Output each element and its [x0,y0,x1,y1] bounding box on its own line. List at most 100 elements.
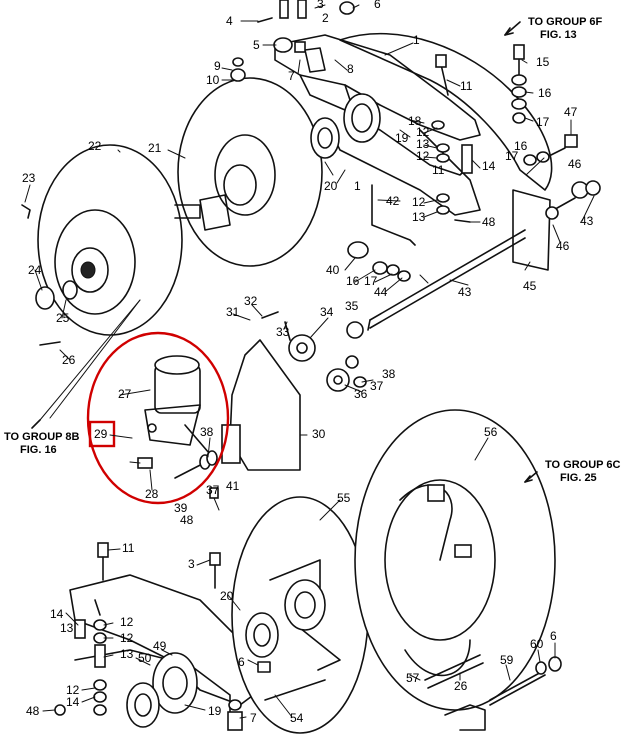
reference-arrows [31,21,538,483]
ref-fig-16: FIG. 16 [20,444,57,456]
part-label: 37 [206,483,220,497]
ref-to-group-6f: TO GROUP 6F [528,16,602,28]
part-label: 27 [118,387,132,401]
top-pulley-disc [177,77,323,267]
large-pulley-56 [354,409,556,711]
part-label: 35 [345,299,359,313]
part-label: 13 [120,647,134,661]
part-label: 48 [180,513,194,527]
part-label: 26 [454,679,468,693]
part-label: 37 [370,379,384,393]
part-label: 43 [580,214,594,228]
part-label: 3 [317,0,324,11]
part-label: 42 [386,194,400,208]
part-label: 12 [412,195,426,209]
part-label: 30 [312,427,326,441]
part-label: 41 [226,479,240,493]
sprocket-assembly [261,311,367,392]
part-label: 4 [226,14,233,28]
part-label: 15 [536,55,550,69]
part-label: 10 [206,73,220,87]
part-label: 5 [253,38,260,52]
part-label: 40 [326,263,340,277]
part-label: 7 [250,711,257,725]
upper-housing [329,32,553,216]
part-label: 11 [122,541,135,555]
part-label: 31 [226,305,240,319]
belt-line [39,299,141,421]
part-label: 38 [200,425,214,439]
leader-lines [24,4,595,719]
part-label: 13 [416,137,430,151]
part-label: 16 [514,139,528,153]
part-label: 46 [568,157,582,171]
part-label: 43 [458,285,472,299]
part-label: 21 [148,141,162,155]
part-label: 19 [208,704,222,718]
part-label: 34 [320,305,334,319]
part-label: 16 [538,86,552,100]
part-label: 56 [484,425,498,439]
left-pulley-disc [37,144,201,336]
part-label: 38 [382,367,396,381]
bottom-frame [54,542,261,731]
part-label: 48 [482,215,496,229]
part-label: 46 [556,239,570,253]
part-label: 11 [432,163,445,177]
part-label: 12 [120,631,134,645]
part-label: 59 [500,653,514,667]
part-label: 33 [276,325,290,339]
mounting-plate [221,339,301,471]
part-label: 12 [120,615,134,629]
part-label: 55 [337,491,351,505]
part-label: 13 [412,210,426,224]
motor-27 [137,355,216,469]
part-label: 36 [354,387,368,401]
right-shaft-assembly [347,134,601,331]
part-label: 23 [22,171,36,185]
mount-bolts [174,450,219,499]
part-label: 1 [413,33,420,47]
part-label: 14 [66,695,80,709]
part-label: 20 [324,179,338,193]
part-label: 32 [244,294,258,308]
part-label: 9 [214,59,221,73]
bottom-pulley-55 [231,496,369,734]
part-label: 28 [145,487,159,501]
upper-bearing [310,93,381,159]
part-label: 39 [174,501,188,515]
ref-to-group-6c: TO GROUP 6C [545,459,620,471]
part-label: 16 [346,274,360,288]
part-label: 11 [460,79,473,93]
highlight-ellipse [86,331,230,505]
part-label: 26 [62,353,76,367]
part-label: 6 [238,655,245,669]
part-label: 13 [60,621,74,635]
ref-fig-25: FIG. 25 [560,472,597,484]
part-label: 49 [153,639,167,653]
part-label: 25 [56,311,70,325]
part-label: 54 [290,711,304,725]
part-label: 1 [354,179,361,193]
left-small-bearings [21,204,78,346]
part-label: 48 [26,704,40,718]
top-fasteners [230,0,527,223]
part-label: 22 [88,139,102,153]
part-label: 6 [374,0,381,11]
part-label: 8 [347,62,354,76]
part-label: 17 [536,115,550,129]
ref-to-group-8b: TO GROUP 8B [4,431,79,443]
part-label: 29 [94,427,108,441]
part-label: 20 [220,589,234,603]
part-label: 57 [406,671,420,685]
part-label: 18 [408,114,422,128]
highlight-box [88,420,116,448]
part-label: 2 [322,11,329,25]
part-label: 12 [416,149,430,163]
part-label: 47 [564,105,578,119]
part-label: 17 [364,274,378,288]
part-label: 12 [66,683,80,697]
part-label: 14 [50,607,64,621]
